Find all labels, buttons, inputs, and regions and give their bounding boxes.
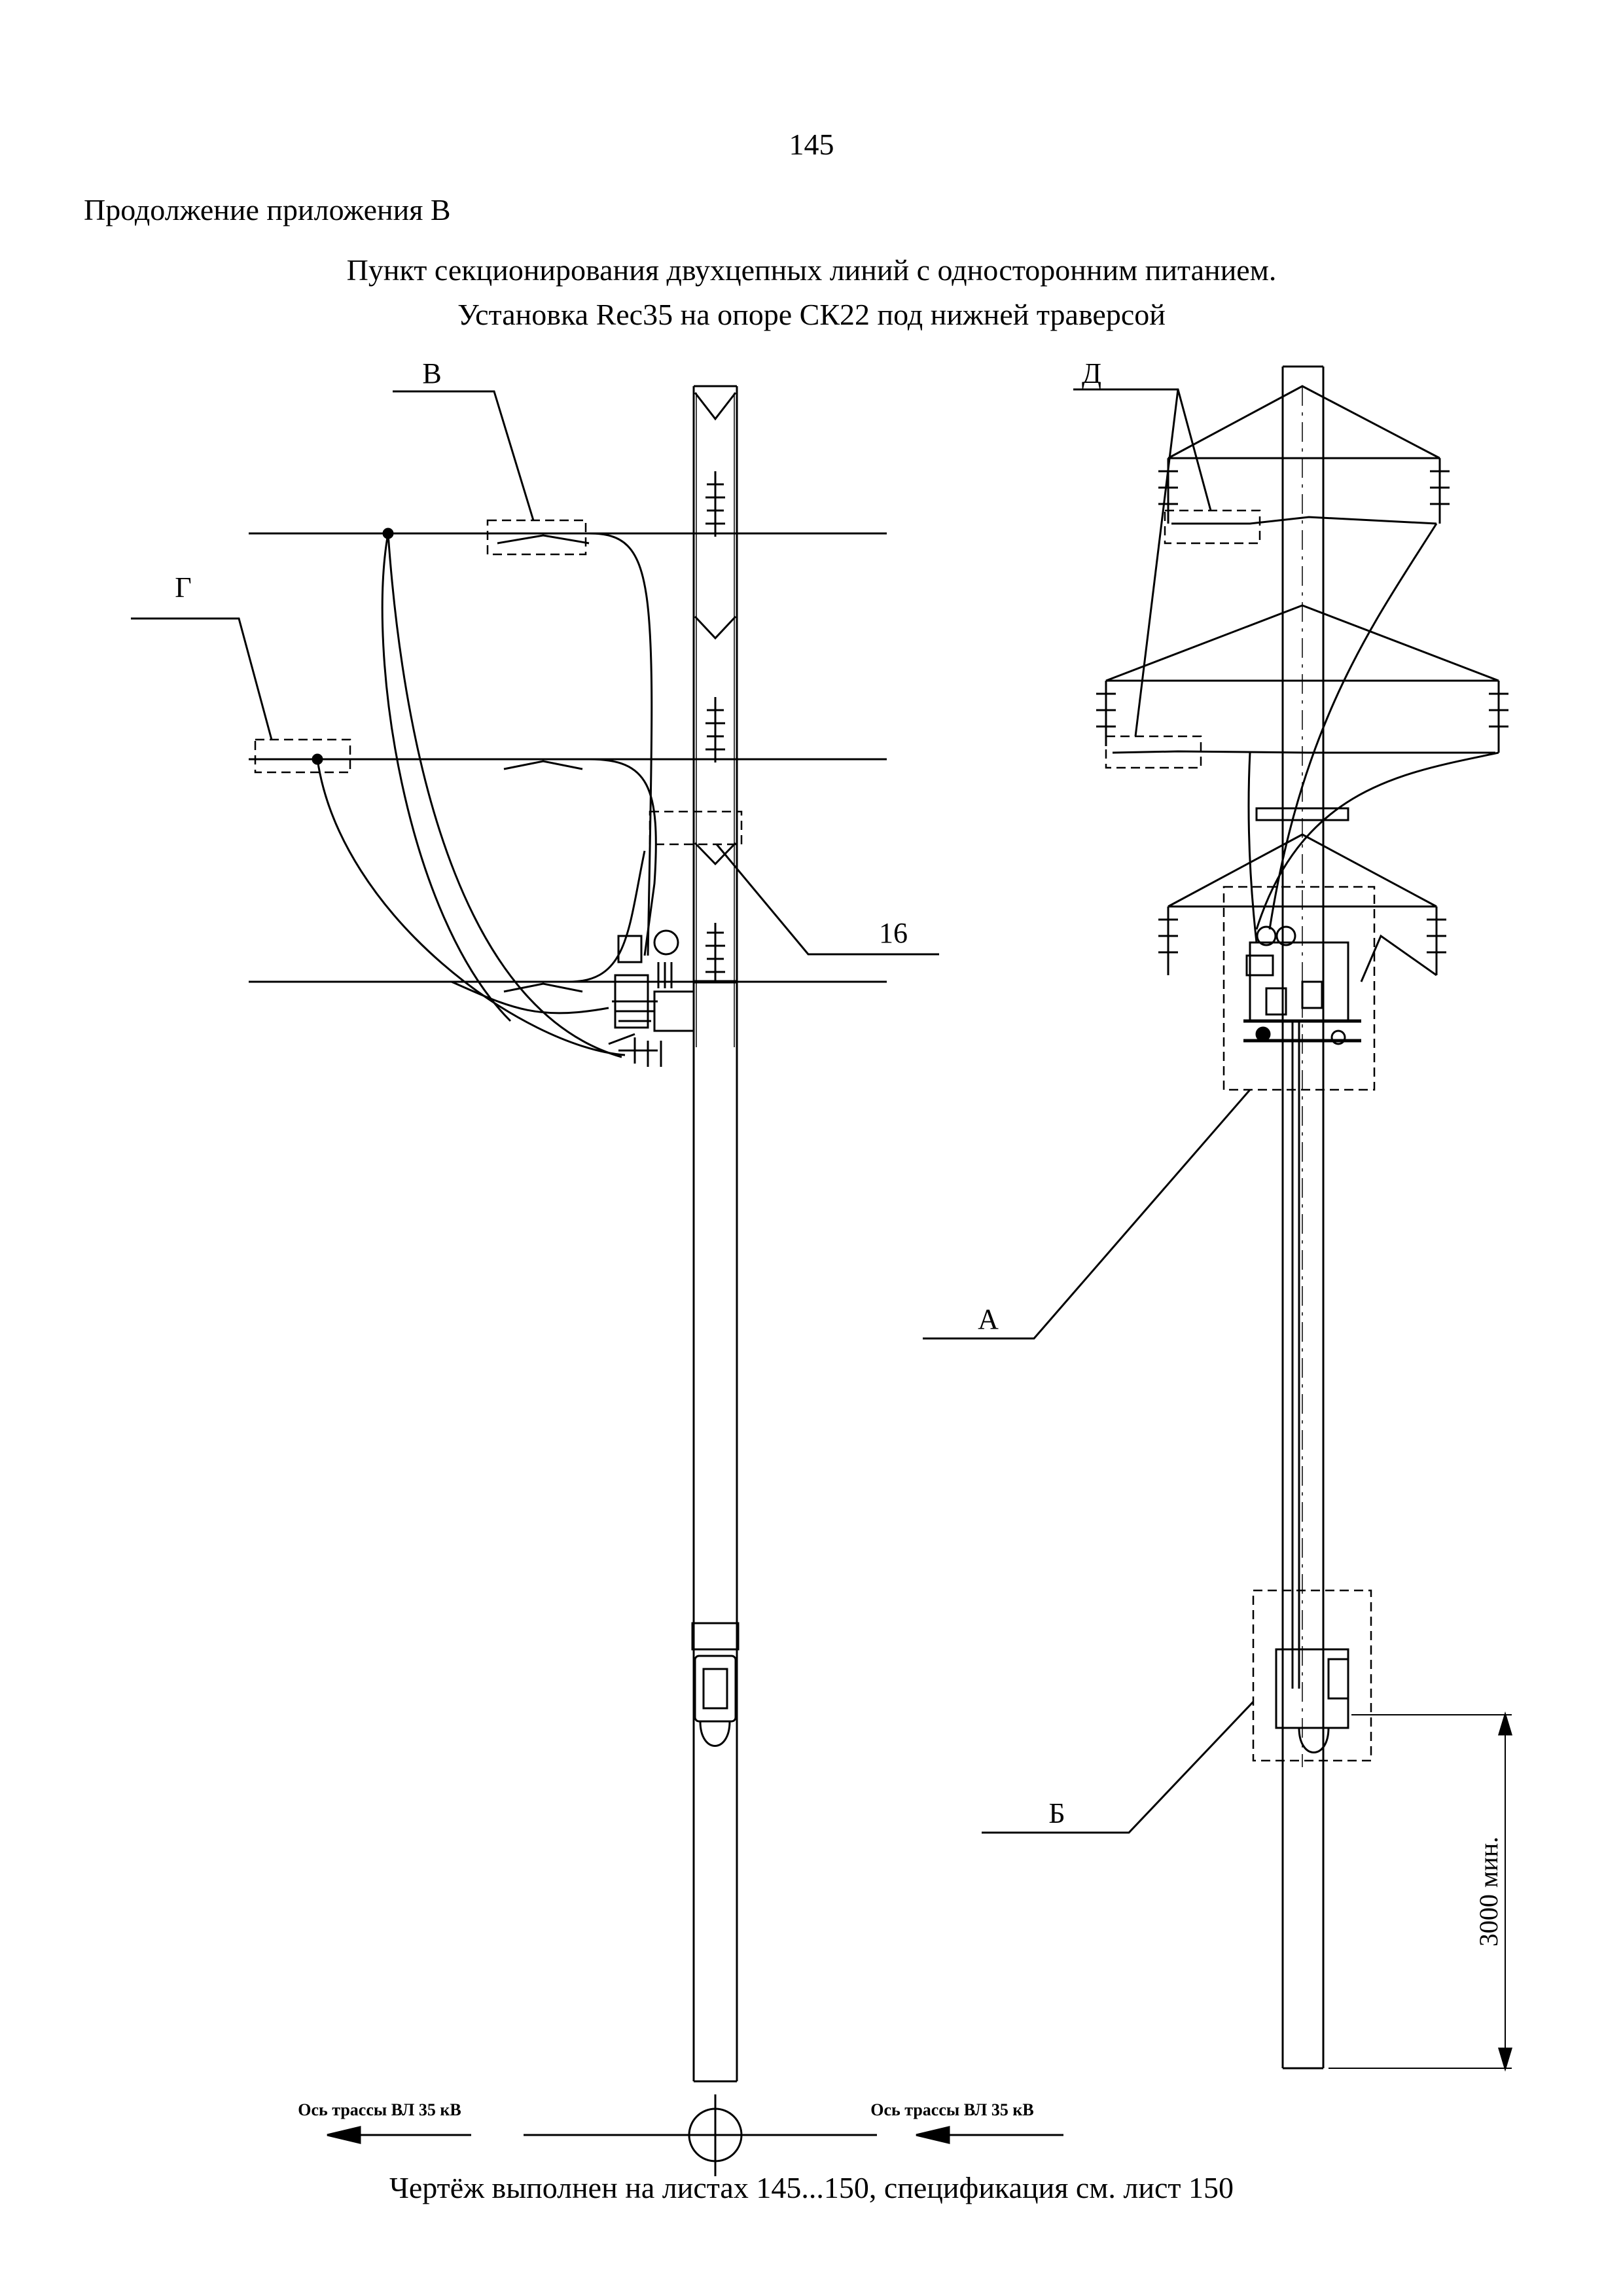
insulator	[1489, 681, 1508, 753]
callout-label-b: Б	[1048, 1797, 1065, 1829]
cabinet	[691, 1622, 740, 1747]
insulator	[1096, 681, 1116, 746]
detail-box-d-upper	[1164, 509, 1261, 545]
insulator	[1427, 906, 1446, 975]
insulator	[705, 471, 725, 537]
drawing-title-line-1: Пункт секционирования двухцепных линий с…	[346, 253, 1277, 287]
route-axis	[327, 2094, 1063, 2176]
insulator	[1158, 906, 1178, 975]
callout-label-a: А	[978, 1303, 999, 1335]
axis-label-right: Ось трассы ВЛ 35 кВ	[870, 2100, 1034, 2119]
footer-note: Чертёж выполнен на листах 145...150, спе…	[389, 2171, 1234, 2204]
callout-label-d: Д	[1082, 357, 1101, 389]
callout-label-g: Г	[175, 571, 191, 603]
recloser-assembly	[608, 929, 737, 1067]
detail-box-g	[254, 738, 351, 774]
left-pole-view	[131, 385, 939, 2083]
insulator	[705, 697, 725, 762]
recloser-front	[1243, 925, 1361, 1045]
detail-box-d-lower	[1105, 735, 1202, 769]
insulator	[705, 923, 725, 982]
dimension-label: 3000 мин.	[1474, 1837, 1503, 1946]
dimension-3000	[1329, 1711, 1513, 2072]
callout-label-16: 16	[879, 917, 908, 949]
detail-box-v	[486, 519, 587, 556]
callout-label-v: В	[422, 357, 441, 389]
detail-box-b	[1252, 1589, 1372, 1762]
page-number: 145	[789, 128, 834, 161]
right-pole-view	[923, 365, 1513, 2072]
detail-box-16	[649, 810, 743, 846]
drawing-title-line-2: Установка Rec35 на опоре СК22 под нижней…	[457, 298, 1166, 331]
insulator	[1430, 458, 1450, 524]
detail-box-a	[1222, 886, 1376, 1091]
axis-label-left: Ось трассы ВЛ 35 кВ	[298, 2100, 461, 2119]
appendix-title: Продолжение приложения В	[84, 193, 451, 226]
cabinet-front	[1275, 1648, 1349, 1753]
